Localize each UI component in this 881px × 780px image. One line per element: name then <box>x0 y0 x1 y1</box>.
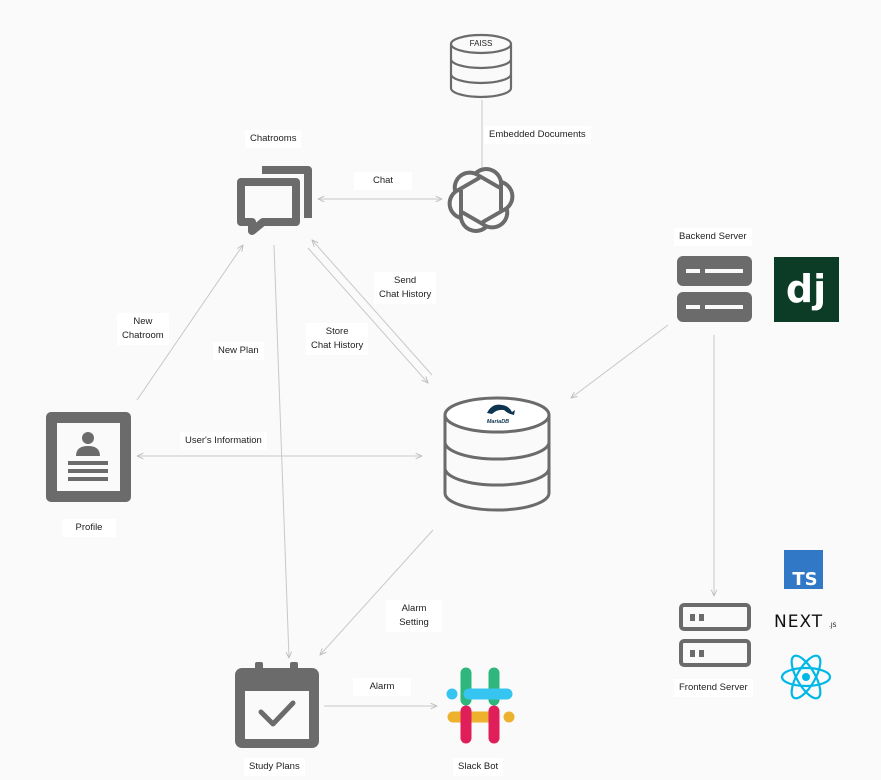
arrow-alarm-setting <box>320 529 434 655</box>
arrow-store-chat-history <box>307 247 428 383</box>
alarm-setting-label: Alarm Setting <box>386 600 442 632</box>
slack-bot-label: Slack Bot <box>453 758 504 776</box>
django-logo: dj <box>774 257 839 322</box>
alarm-label: Alarm <box>353 678 411 696</box>
profile-card-icon <box>46 412 131 502</box>
react-icon <box>780 654 832 700</box>
openai-icon <box>447 167 515 233</box>
typescript-logo: TS <box>784 550 823 590</box>
arrow-new-plan <box>273 244 289 658</box>
nextjs-logo-text: NEXT <box>774 612 823 632</box>
frontend-server-icon-leds <box>690 614 704 657</box>
embedded-documents-label: Embedded Documents <box>484 126 591 144</box>
study-plans-label: Study Plans <box>244 758 305 776</box>
send-chat-history-label: Send Chat History <box>374 272 437 304</box>
mariadb-database-icon <box>443 396 551 512</box>
store-chat-history-label: Store Chat History <box>306 323 369 355</box>
faiss-label: FAISS <box>470 39 493 48</box>
new-chatroom-label: New Chatroom <box>117 313 169 345</box>
frontend-server-label: Frontend Server <box>674 679 753 697</box>
calendar-check-icon <box>235 662 319 748</box>
chat-bubbles-icon <box>237 166 312 235</box>
profile-label: Profile <box>62 519 116 537</box>
nextjs-logo: NEXT .JS <box>774 612 837 632</box>
chatrooms-label: Chatrooms <box>245 130 302 148</box>
slack-icon <box>446 667 515 744</box>
frontend-server-icon <box>679 603 751 667</box>
backend-server-label: Backend Server <box>674 228 752 246</box>
users-information-label: User's Information <box>180 432 267 450</box>
backend-server-icon <box>677 256 752 322</box>
new-plan-label: New Plan <box>213 342 264 360</box>
chat-label: Chat <box>354 172 412 190</box>
nextjs-logo-suffix: .JS <box>829 622 837 629</box>
arrow-send-chat-history <box>312 240 433 376</box>
mariadb-logo-text: MariaDB <box>487 419 509 425</box>
faiss-database-icon <box>449 33 513 99</box>
arrows <box>137 100 714 706</box>
arrow-new-chatroom <box>136 245 243 401</box>
django-logo-text: dj <box>786 267 826 311</box>
typescript-logo-text: TS <box>792 569 817 590</box>
mariadb-logo: MariaDB <box>487 404 515 425</box>
arrow-backend-db <box>571 324 669 398</box>
